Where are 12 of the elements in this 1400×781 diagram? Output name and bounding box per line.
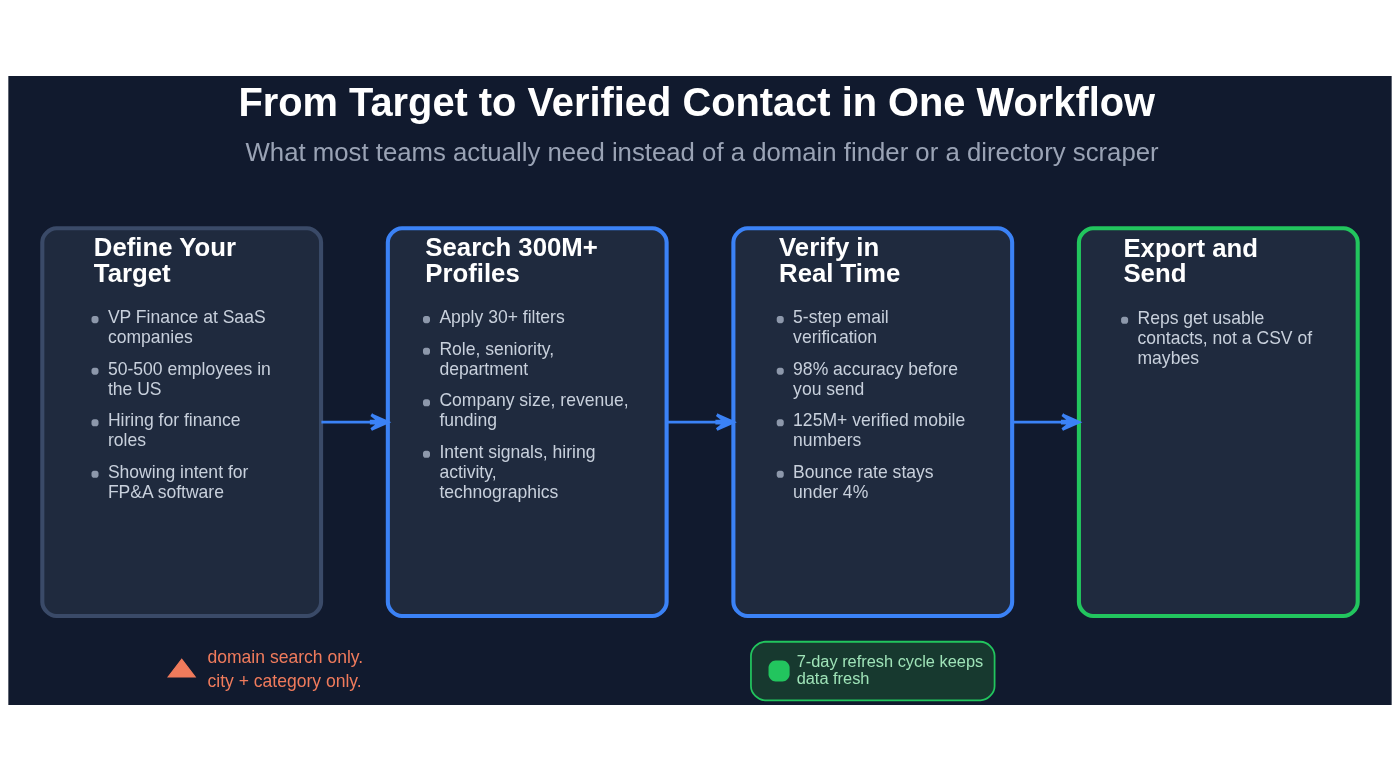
- node-box: Verify in Real Time 5-step email verification 98% accuracy before you send 125M+ verified mobile numbers Bounce rate stays under 4%: [731, 226, 1015, 619]
- diagram-title: From Target to Verified Contact in One Workflow: [238, 80, 1156, 125]
- node-box: Define Your Target VP Finance at SaaS companies 50-500 employees in the US Hiring for finance roles Showing intent for FP&A software: [40, 226, 324, 619]
- node-box: Export and Send Reps get usable contacts, not a CSV of maybes: [1076, 226, 1360, 619]
- label: What most teams actually need instead of a domain finder or a directory scraper: [245, 138, 1159, 167]
- label: domain search only.: [207, 646, 364, 667]
- arrow: [1012, 413, 1081, 431]
- label: city + category only.: [207, 671, 362, 692]
- arrow: [666, 413, 735, 431]
- node-box: 7-day refresh cycle keeps data fresh: [750, 640, 996, 702]
- arrow: [321, 413, 390, 431]
- node-box: Search 300M+ Profiles Apply 30+ filters Role, seniority, department Company size, revenue, funding Intent signals, hiring activity, technographics: [385, 226, 669, 619]
